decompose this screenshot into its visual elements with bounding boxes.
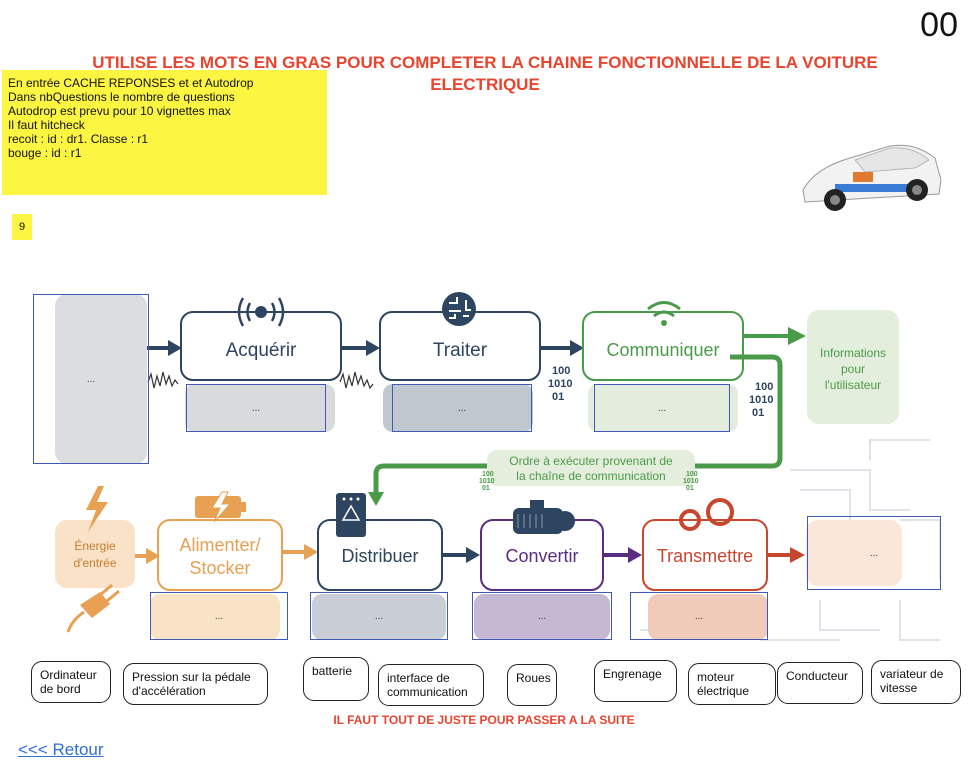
- question-counter: 9: [12, 214, 32, 240]
- draggable-label-interface[interactable]: interface de communication: [378, 664, 484, 706]
- svg-text:1010: 1010: [548, 378, 572, 390]
- svg-text:Informations: Informations: [820, 346, 886, 360]
- functional-chain-diagram: Acquérir Traiter Communiquer 100 1010 01…: [55, 292, 941, 641]
- bottom-message: IL FAUT TOUT DE JUSTE POUR PASSER A LA S…: [333, 713, 635, 727]
- block-label: Acquérir: [226, 340, 297, 361]
- block-convertir: Convertir: [480, 500, 604, 591]
- svg-text:1010: 1010: [479, 478, 495, 485]
- block-informations: Informations pour l'utilisateur: [807, 310, 899, 424]
- svg-text:100: 100: [755, 381, 773, 393]
- draggable-label-moteur[interactable]: moteur électrique: [688, 663, 776, 705]
- draggable-label-batterie[interactable]: batterie: [303, 657, 369, 701]
- gears-icon: [679, 498, 734, 531]
- signal-wave-icon: [339, 371, 374, 390]
- block-label: Traiter: [433, 340, 488, 361]
- block-transmettre: Transmettre: [642, 498, 768, 591]
- svg-text:Stocker: Stocker: [189, 558, 250, 578]
- svg-text:100: 100: [482, 471, 494, 478]
- drop-zone-acquerir[interactable]: ...: [186, 384, 326, 432]
- draggable-label-ordinateur[interactable]: Ordinateur de bord: [31, 661, 111, 703]
- battery-charge-icon: [195, 491, 246, 523]
- drop-zone-input[interactable]: ...: [33, 294, 149, 464]
- draggable-label-pression[interactable]: Pression sur la pédale d'accélération: [123, 663, 268, 705]
- block-distribuer: Distribuer: [317, 493, 443, 591]
- svg-text:Convertir: Convertir: [505, 546, 578, 566]
- lightning-icon: [86, 486, 108, 532]
- draggable-label-conducteur[interactable]: Conducteur: [777, 662, 863, 704]
- page-title: UTILISE LES MOTS EN GRAS POUR COMPLETER …: [92, 53, 878, 94]
- top-row-arrows: [147, 327, 806, 356]
- svg-text:pour: pour: [841, 362, 865, 376]
- block-label: Communiquer: [606, 340, 719, 360]
- block-acquerir: Acquérir: [180, 297, 342, 381]
- output-box: [806, 520, 902, 586]
- drop-zone-traiter[interactable]: ...: [392, 384, 532, 432]
- svg-text:100: 100: [686, 471, 698, 478]
- block-energie: Énergie d'entrée: [55, 520, 135, 588]
- signal-wave-icon: [147, 371, 179, 389]
- draggable-label-variateur[interactable]: variateur de vitesse: [871, 660, 961, 704]
- svg-text:la chaîne de communication: la chaîne de communication: [516, 469, 665, 483]
- wifi-icon: [647, 301, 681, 326]
- chip-brain-icon: [442, 292, 476, 326]
- svg-text:01: 01: [482, 485, 490, 492]
- binary-data-icon: 100 1010 01 100 1010 01: [479, 471, 699, 492]
- drop-zone-communiquer[interactable]: ...: [594, 384, 730, 432]
- block-traiter: Traiter: [379, 292, 541, 381]
- feedback-arrow: [373, 354, 783, 495]
- motor-icon: [513, 500, 575, 534]
- drop-zone-transmettre[interactable]: ...: [630, 592, 768, 640]
- svg-text:100: 100: [552, 365, 570, 377]
- plug-icon: [66, 583, 120, 633]
- instruction-note: En entrée CACHE REPONSES et et Autodrop …: [2, 70, 327, 195]
- svg-text:d'entrée: d'entrée: [74, 556, 117, 570]
- electric-car-image: [802, 144, 942, 211]
- page-number: 00: [920, 6, 958, 44]
- sensor-icon: [237, 297, 285, 327]
- svg-text:Alimenter/: Alimenter/: [179, 535, 260, 555]
- block-alimenter: Alimenter/ Stocker: [157, 491, 283, 591]
- back-link[interactable]: <<< Retour: [18, 740, 104, 759]
- svg-text:Ordre à exécuter provenant de: Ordre à exécuter provenant de: [509, 454, 673, 468]
- svg-text:01: 01: [686, 485, 694, 492]
- svg-text:01: 01: [552, 391, 564, 403]
- block-communiquer: Communiquer: [582, 301, 744, 381]
- binary-data-icon: 100 1010 01: [548, 365, 572, 403]
- svg-text:Énergie: Énergie: [74, 538, 116, 553]
- order-label: Ordre à exécuter provenant de la chaîne …: [487, 450, 695, 486]
- drop-zone-output[interactable]: ...: [807, 516, 941, 590]
- svg-text:l'utilisateur: l'utilisateur: [825, 378, 881, 392]
- draggable-label-engrenage[interactable]: Engrenage: [594, 660, 677, 702]
- svg-text:1010: 1010: [749, 394, 773, 406]
- drop-zone-alimenter[interactable]: ...: [150, 592, 288, 640]
- variator-icon: [336, 493, 366, 537]
- drop-zone-distribuer[interactable]: ...: [310, 592, 448, 640]
- svg-text:01: 01: [752, 407, 764, 419]
- svg-text:Distribuer: Distribuer: [341, 546, 418, 566]
- input-box: [55, 294, 147, 464]
- svg-text:Transmettre: Transmettre: [657, 546, 753, 566]
- draggable-label-roues[interactable]: Roues: [507, 664, 557, 706]
- svg-text:1010: 1010: [683, 478, 699, 485]
- drop-zone-convertir[interactable]: ...: [472, 592, 612, 640]
- binary-data-icon: 100 1010 01: [749, 381, 773, 419]
